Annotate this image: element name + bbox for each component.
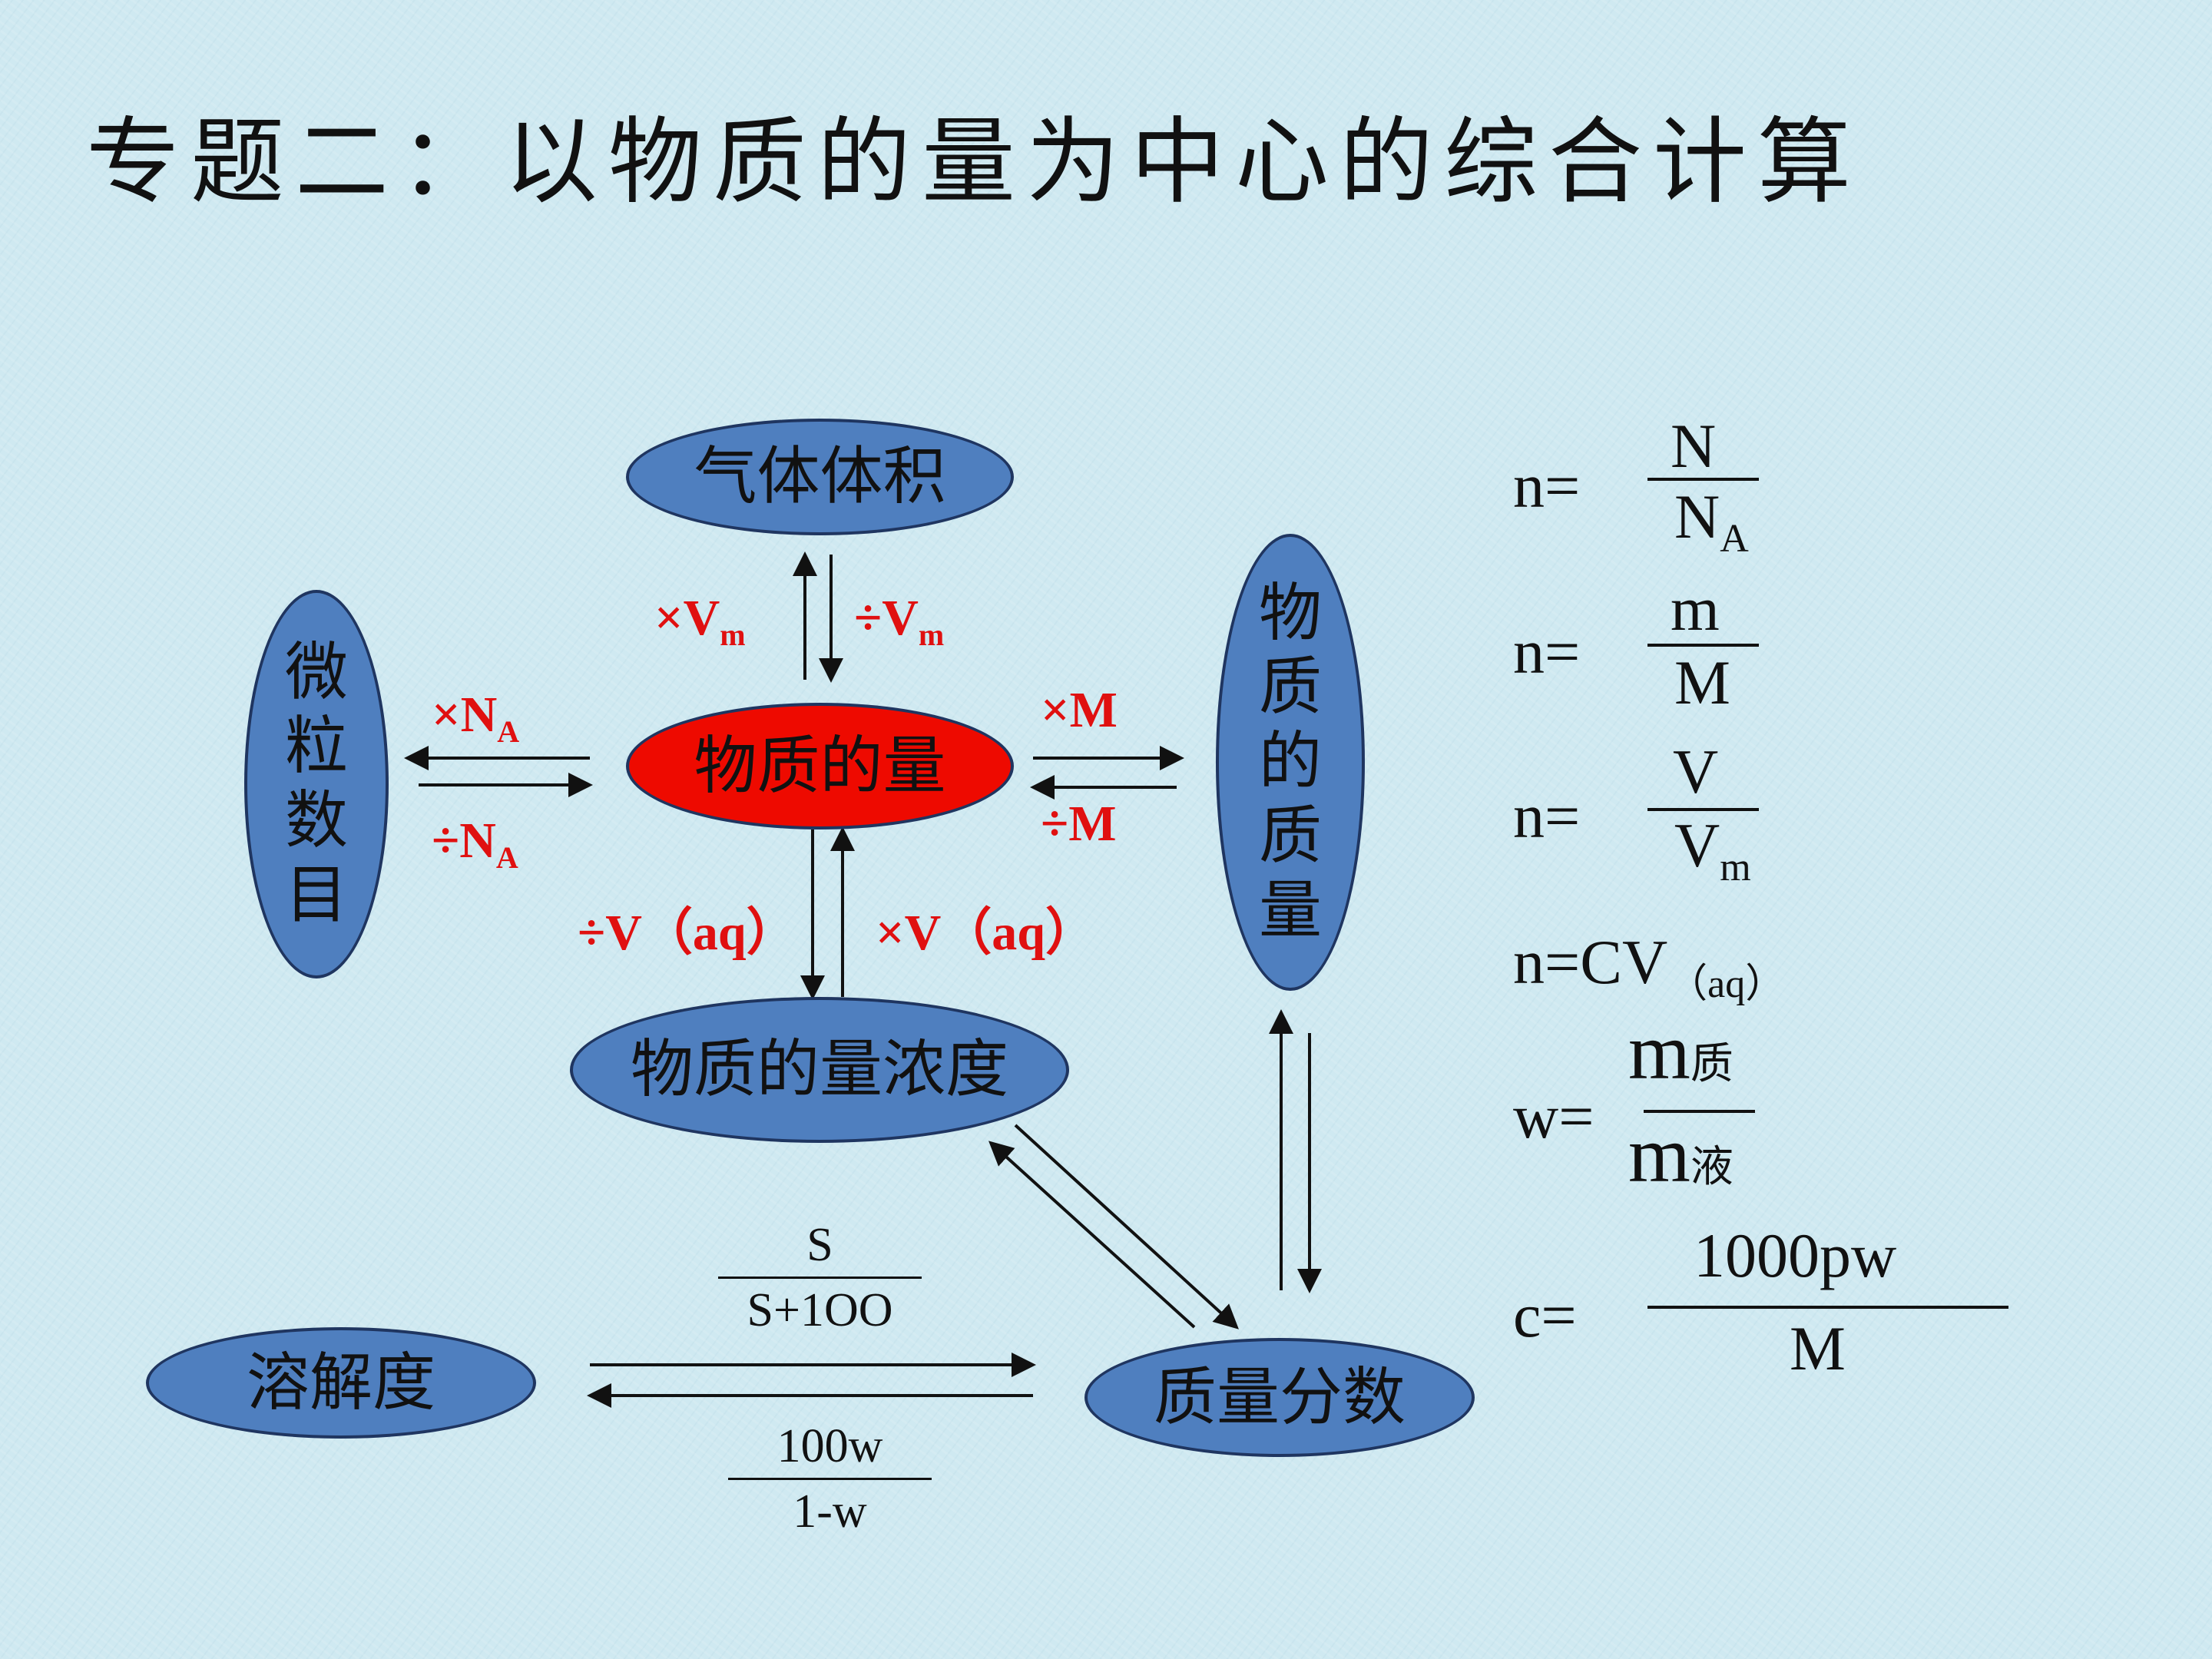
formula-4: n=CV（aq） bbox=[1513, 931, 1785, 1005]
fraction-denominator: S+1OO bbox=[747, 1284, 893, 1336]
formula-den-text: V bbox=[1674, 810, 1720, 880]
formula-den-text: N bbox=[1674, 482, 1720, 551]
formula-2-num: m bbox=[1671, 574, 1720, 644]
formula-1-lhs: n= bbox=[1513, 451, 1581, 521]
label-sub: m bbox=[720, 618, 746, 652]
node-mass-char: 质 bbox=[1258, 799, 1322, 873]
formula-sub: A bbox=[1720, 517, 1749, 561]
label-div-na: ÷NA bbox=[432, 816, 518, 873]
formula-den-text: m bbox=[1628, 1111, 1690, 1199]
fraction-denominator: 1-w bbox=[793, 1485, 867, 1538]
label-sub: m bbox=[918, 618, 945, 652]
formula-2-bar bbox=[1647, 644, 1759, 647]
node-particle-count-char: 微 bbox=[284, 635, 348, 709]
label-div-vaq: ÷V（aq） bbox=[578, 905, 797, 961]
formula-2-den: M bbox=[1674, 647, 1730, 717]
formula-sub: 液 bbox=[1690, 1142, 1734, 1192]
node-mass: 物 质 的 质 量 bbox=[1216, 534, 1365, 991]
arrow-fraction-to-concentration bbox=[988, 1141, 1196, 1329]
node-solubility: 溶解度 bbox=[146, 1327, 536, 1439]
label-times-m: ×M bbox=[1041, 682, 1118, 738]
node-molar-concentration-label: 物质的量浓度 bbox=[630, 1033, 1008, 1106]
label-div-na-text: ÷N bbox=[432, 813, 496, 869]
node-particle-count: 微 粒 数 目 bbox=[244, 590, 389, 979]
node-mass-char: 的 bbox=[1258, 725, 1322, 799]
formula-6-den: M bbox=[1790, 1313, 1846, 1383]
formula-sub: 质 bbox=[1690, 1039, 1734, 1089]
formula-3-den: Vm bbox=[1674, 814, 1751, 888]
formula-1-bar bbox=[1647, 478, 1759, 481]
node-solubility-label: 溶解度 bbox=[246, 1346, 435, 1419]
formula-sub: （aq） bbox=[1667, 962, 1786, 1006]
node-mass-char: 物 bbox=[1258, 576, 1322, 650]
conversion-s-over-s-plus-100: S S+1OO bbox=[718, 1221, 922, 1334]
node-mass-fraction: 质量分数 bbox=[1084, 1338, 1475, 1457]
node-particle-count-char: 粒 bbox=[284, 710, 348, 783]
label-sub: A bbox=[497, 714, 520, 749]
conversion-100w-over-1-minus-w: 100w 1-w bbox=[728, 1422, 932, 1535]
label-div-vm: ÷Vm bbox=[854, 593, 944, 651]
formula-2-lhs: n= bbox=[1513, 617, 1581, 687]
node-amount-label: 物质的量 bbox=[694, 729, 946, 803]
fraction-bar bbox=[728, 1478, 932, 1480]
formula-sub: m bbox=[1720, 846, 1751, 889]
label-times-vm-text: ×V bbox=[654, 590, 720, 646]
label-div-m: ÷M bbox=[1041, 796, 1117, 852]
formula-3-bar bbox=[1647, 808, 1759, 811]
node-amount-of-substance: 物质的量 bbox=[626, 703, 1014, 830]
label-div-vm-text: ÷V bbox=[854, 590, 919, 646]
label-times-vaq: ×V（aq） bbox=[876, 905, 1096, 961]
fraction-bar bbox=[718, 1277, 922, 1279]
arrow-concentration-to-fraction bbox=[1014, 1124, 1239, 1330]
node-particle-count-char: 目 bbox=[284, 858, 348, 932]
formula-5-den: m液 bbox=[1628, 1115, 1734, 1195]
label-times-vm: ×Vm bbox=[654, 593, 746, 651]
fraction-numerator: 100w bbox=[777, 1420, 883, 1472]
node-gas-volume: 气体体积 bbox=[626, 419, 1014, 535]
formula-6-bar bbox=[1647, 1306, 2008, 1309]
node-mass-fraction-label: 质量分数 bbox=[1153, 1360, 1406, 1434]
formula-5-num: m质 bbox=[1628, 1012, 1734, 1092]
node-molar-concentration: 物质的量浓度 bbox=[570, 997, 1069, 1143]
formula-num-text: m bbox=[1628, 1008, 1690, 1096]
node-gas-volume-label: 气体体积 bbox=[694, 440, 946, 513]
label-times-na: ×NA bbox=[432, 690, 519, 747]
label-times-na-text: ×N bbox=[432, 687, 498, 743]
node-mass-char: 量 bbox=[1258, 873, 1322, 947]
formula-6-num: 1000pw bbox=[1694, 1220, 1897, 1290]
formula-5-lhs: w= bbox=[1513, 1081, 1594, 1151]
formula-5-bar bbox=[1644, 1110, 1755, 1113]
formula-6-lhs: c= bbox=[1513, 1280, 1577, 1350]
formula-4-text: n=CV bbox=[1513, 927, 1668, 997]
node-mass-char: 质 bbox=[1258, 651, 1322, 724]
node-particle-count-char: 数 bbox=[284, 784, 348, 857]
fraction-numerator: S bbox=[806, 1219, 833, 1271]
formula-3-num: V bbox=[1673, 737, 1719, 806]
formula-3-lhs: n= bbox=[1513, 781, 1581, 851]
page-title: 专题二：以物质的量为中心的综合计算 bbox=[86, 108, 1862, 217]
formula-1-num: N bbox=[1671, 411, 1717, 481]
formula-1-den: NA bbox=[1674, 485, 1749, 559]
label-sub: A bbox=[495, 840, 518, 875]
